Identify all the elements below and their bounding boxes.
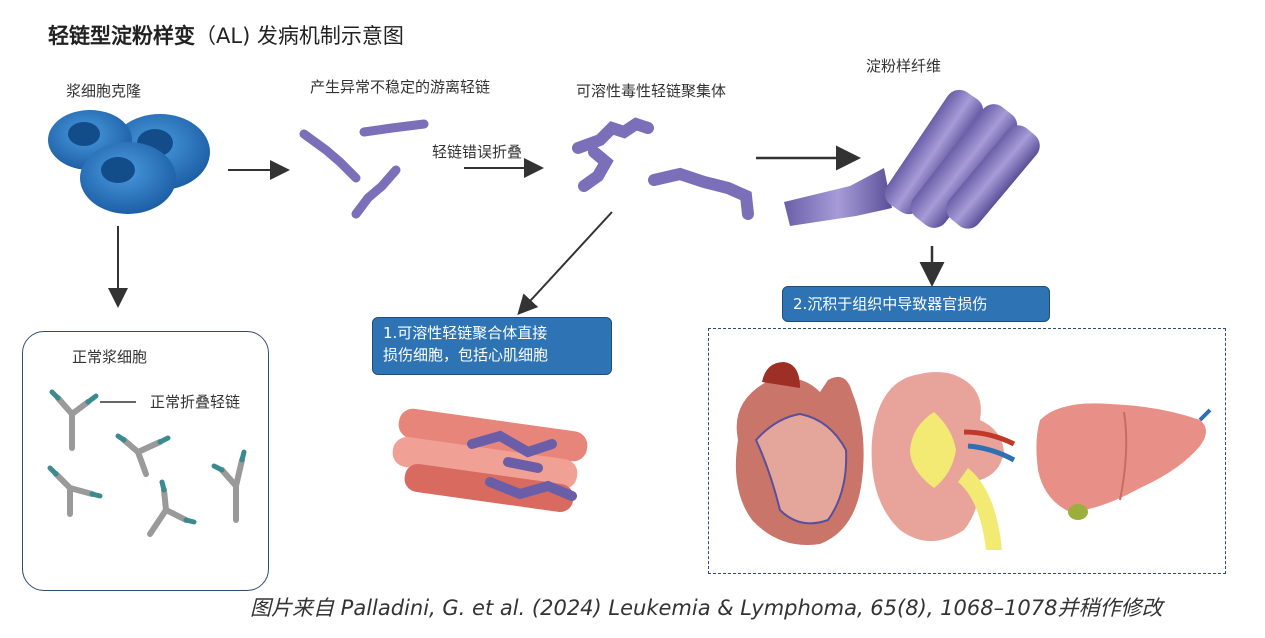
deposition-callout: 2.沉积于组织中导致器官损伤	[782, 286, 1050, 322]
misfolding-label: 轻链错误折叠	[432, 143, 523, 161]
normal-antibody-icons	[47, 389, 247, 537]
plasma-cell-clone-icon	[48, 110, 210, 214]
citation: 图片来自 Palladini, G. et al. (2024) Leukemi…	[250, 596, 1163, 620]
liver-icon	[1036, 403, 1212, 520]
normal-box-title: 正常浆细胞	[72, 348, 148, 366]
free-light-chain-icons	[299, 119, 429, 219]
plasma-clone-label: 浆细胞克隆	[66, 82, 142, 100]
page-title: 轻链型淀粉样变（AL) 发病机制示意图	[48, 24, 404, 48]
free-light-chains-label: 产生异常不稳定的游离轻链	[310, 78, 491, 96]
soluble-aggregates-label: 可溶性毒性轻链聚集体	[576, 82, 727, 100]
amyloid-fibrils-label: 淀粉样纤维	[866, 57, 942, 75]
heart-icon	[735, 362, 864, 545]
amyloid-fibril-icon	[784, 89, 1040, 229]
normal-light-chain-label: 正常折叠轻链	[150, 393, 241, 411]
damaged-cardiomyocyte-icon	[392, 408, 588, 513]
soluble-aggregate-icons	[572, 117, 754, 220]
normal-plasma-cell-box	[22, 331, 269, 591]
organ-damage-box	[708, 328, 1226, 574]
arrow-to-direct-damage	[517, 211, 613, 315]
direct-damage-callout: 1.可溶性轻链聚合体直接 损伤细胞，包括心肌细胞	[372, 317, 612, 375]
kidney-icon	[871, 372, 1016, 550]
